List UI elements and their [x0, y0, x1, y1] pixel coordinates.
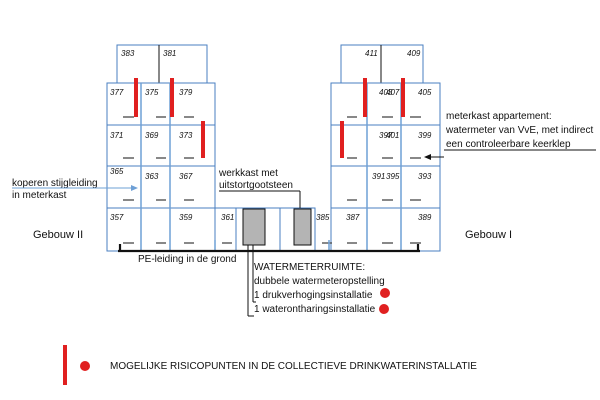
unit-373: 373: [179, 131, 193, 140]
unit-407: 407: [386, 88, 400, 97]
meterbox-label-line2: watermeter van VvE, met indirect: [445, 125, 593, 136]
pe-pipe-ground: [118, 244, 420, 253]
workcloset-label-line1: werkkast met: [218, 168, 278, 179]
meterbox-label-line1: meterkast appartement:: [446, 111, 552, 122]
unit-405: 405: [418, 88, 432, 97]
room-title: WATERMETERRUIMTE:: [254, 262, 365, 273]
unit-401: 401: [386, 131, 399, 140]
pe-pipe-label: PE-leiding in de grond: [138, 254, 236, 265]
room-line-water-softener: 1 waterontharingsinstallatie: [254, 304, 376, 315]
unit-383: 383: [121, 49, 135, 58]
unit-391: 391: [372, 172, 385, 181]
unit-409: 409: [407, 49, 421, 58]
unit-363: 363: [145, 172, 159, 181]
unit-357: 357: [110, 213, 124, 222]
unit-371: 371: [110, 131, 123, 140]
building-label-gebouw-i: Gebouw I: [465, 229, 512, 241]
unit-393: 393: [418, 172, 432, 181]
risk-dot-pressure-booster: [380, 288, 390, 298]
unit-381: 381: [163, 49, 176, 58]
unit-361: 361: [221, 213, 234, 222]
callout-pe-pipe: PE-leiding in de grond: [138, 254, 236, 265]
unit-389: 389: [418, 213, 432, 222]
building-left-structure: [106, 44, 316, 252]
legend-text: MOGELIJKE RISICOPUNTEN IN DE COLLECTIEVE…: [110, 361, 477, 372]
riser-label-line2: in meterkast: [12, 190, 67, 201]
unit-411: 411: [365, 49, 378, 58]
unit-numbers: 383 381 411 409 377 375 379 403 407 405 …: [110, 49, 432, 222]
unit-379: 379: [179, 88, 193, 97]
riser-label-line1: koperen stijgleiding: [12, 178, 98, 189]
unit-375: 375: [145, 88, 159, 97]
room-line-pressure-booster: 1 drukverhogingsinstallatie: [254, 290, 373, 301]
risk-markers: [134, 78, 405, 158]
unit-377: 377: [110, 88, 124, 97]
callout-water-meter-room: WATERMETERRUIMTE: dubbele watermeteropst…: [247, 245, 390, 317]
unit-387: 387: [346, 213, 360, 222]
risers: [140, 83, 402, 251]
callout-copper-riser: koperen stijgleiding in meterkast: [12, 178, 138, 201]
unit-365: 365: [110, 167, 124, 176]
building-label-gebouw-ii: Gebouw II: [33, 229, 83, 241]
legend: MOGELIJKE RISICOPUNTEN IN DE COLLECTIEVE…: [63, 345, 477, 385]
unit-369: 369: [145, 131, 159, 140]
unit-385: 385: [316, 213, 330, 222]
unit-397: 397: [379, 131, 393, 140]
callout-work-closet: werkkast met uitstortgootsteen: [218, 168, 301, 208]
water-meter-left: [242, 208, 266, 246]
unit-367: 367: [179, 172, 193, 181]
meter-stubs: [123, 116, 421, 244]
room-line-double-meter: dubbele watermeteropstelling: [254, 276, 385, 287]
unit-395: 395: [386, 172, 400, 181]
meterbox-label-line3: een controleerbare keerklep: [446, 139, 571, 150]
risk-dot-water-softener: [379, 304, 389, 314]
callout-meter-box: meterkast appartement: watermeter van Vv…: [424, 111, 596, 160]
legend-dot-symbol: [80, 361, 90, 371]
water-meter-right: [293, 208, 312, 246]
unit-403: 403: [379, 88, 393, 97]
workcloset-label-line2: uitstortgootsteen: [219, 180, 293, 191]
unit-399: 399: [418, 131, 432, 140]
unit-359: 359: [179, 213, 193, 222]
